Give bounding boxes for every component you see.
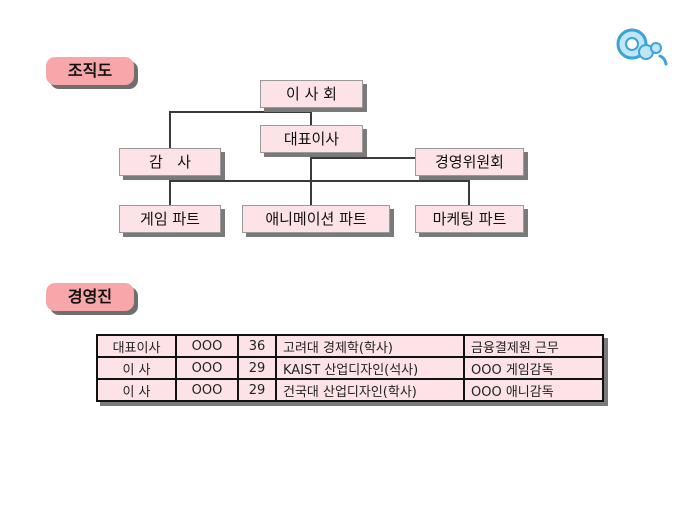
executives-tag: 경영진 bbox=[46, 283, 134, 311]
career-cell: 금융결제원 근무 bbox=[463, 334, 604, 358]
age-cell: 29 bbox=[237, 378, 277, 402]
audit-box: 감 사 bbox=[119, 148, 221, 176]
position-cell: 이 사 bbox=[96, 356, 177, 380]
education-cell: KAIST 산업디자인(석사) bbox=[275, 356, 465, 380]
table-row: 대표이사 ΟΟΟ 36 고려대 경제학(학사) 금융결제원 근무 bbox=[96, 334, 604, 358]
executives-table: 대표이사 ΟΟΟ 36 고려대 경제학(학사) 금융결제원 근무 이 사 ΟΟΟ… bbox=[96, 334, 604, 402]
name-cell: ΟΟΟ bbox=[175, 378, 239, 402]
name-cell: ΟΟΟ bbox=[175, 334, 239, 358]
org-chart-tag: 조직도 bbox=[46, 57, 134, 85]
education-cell: 고려대 경제학(학사) bbox=[275, 334, 465, 358]
name-cell: ΟΟΟ bbox=[175, 356, 239, 380]
table-row: 이 사 ΟΟΟ 29 건국대 산업디자인(학사) ΟΟΟ 애니감독 bbox=[96, 378, 604, 402]
marketing-part-box: 마케팅 파트 bbox=[415, 205, 524, 233]
bubble-logo-icon bbox=[616, 26, 668, 70]
marketing-part-drop bbox=[468, 180, 470, 206]
audit-link-horizontal bbox=[169, 111, 312, 113]
age-cell: 36 bbox=[237, 334, 277, 358]
career-cell: ΟΟΟ 게임감독 bbox=[463, 356, 604, 380]
committee-link bbox=[311, 157, 415, 159]
parts-bus-line bbox=[169, 180, 470, 182]
game-part-drop bbox=[169, 180, 171, 206]
career-cell: ΟΟΟ 애니감독 bbox=[463, 378, 604, 402]
ceo-box: 대표이사 bbox=[260, 125, 363, 153]
age-cell: 29 bbox=[237, 356, 277, 380]
audit-link-vertical bbox=[169, 111, 171, 149]
anim-part-drop bbox=[310, 180, 312, 206]
table-row: 이 사 ΟΟΟ 29 KAIST 산업디자인(석사) ΟΟΟ 게임감독 bbox=[96, 356, 604, 380]
education-cell: 건국대 산업디자인(학사) bbox=[275, 378, 465, 402]
board-box: 이 사 회 bbox=[260, 80, 363, 108]
game-part-box: 게임 파트 bbox=[119, 205, 221, 233]
position-cell: 이 사 bbox=[96, 378, 177, 402]
committee-box: 경영위원회 bbox=[415, 148, 524, 176]
position-cell: 대표이사 bbox=[96, 334, 177, 358]
animation-part-box: 애니메이션 파트 bbox=[242, 205, 390, 233]
